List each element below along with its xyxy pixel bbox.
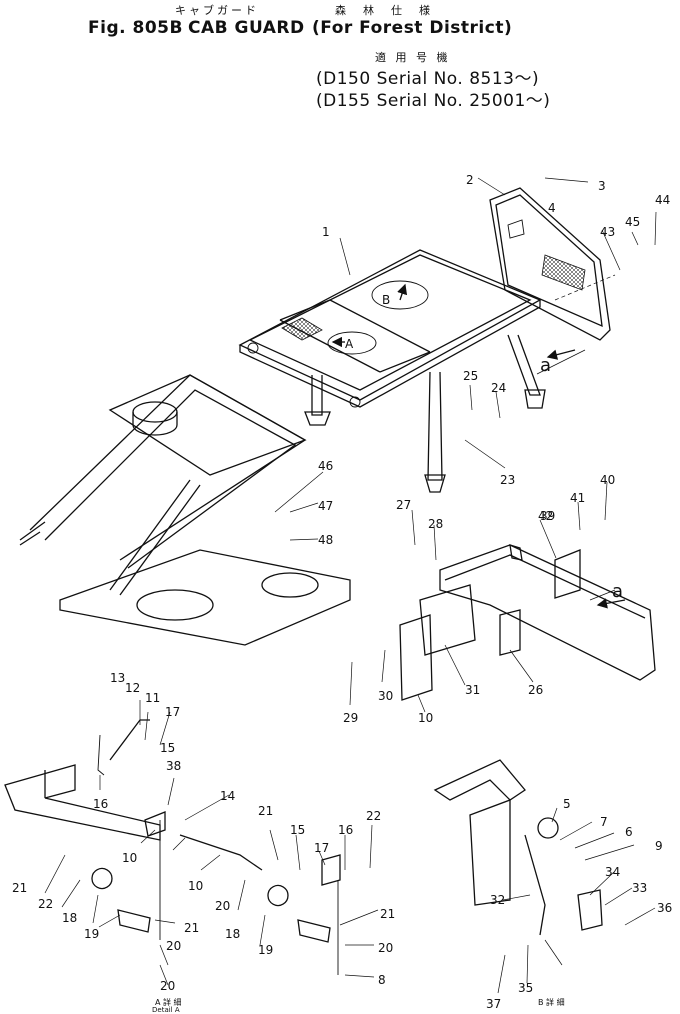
detail-a-assembly — [4, 719, 341, 975]
part-number-label: 26 — [528, 683, 543, 697]
part-number-label: 47 — [318, 499, 333, 513]
part-number-label: 20 — [215, 899, 230, 913]
part-number-label: 31 — [465, 683, 480, 697]
part-number-label: 48 — [318, 533, 333, 547]
cab-guard-top-frame: A B — [238, 249, 546, 493]
part-number-label: 4 — [548, 201, 556, 215]
part-number-label: 20 — [160, 979, 175, 993]
part-number-label: 25 — [463, 369, 478, 383]
part-number-label: 20 — [378, 941, 393, 955]
part-number-label: 3 — [598, 179, 606, 193]
part-number-label: 15 — [290, 823, 305, 837]
view-marker-a-lower: a — [612, 581, 623, 602]
forest-district-note: (For Forest District) — [312, 18, 513, 38]
detail-b-assembly — [433, 759, 603, 936]
part-number-label: 32 — [490, 893, 505, 907]
part-number-label: 20 — [166, 939, 181, 953]
title-japanese: キャブガード — [175, 4, 259, 17]
part-number-label: 38 — [166, 759, 181, 773]
part-number-label: 8 — [378, 973, 386, 987]
detail-a-caption-english: Detail A — [152, 1006, 180, 1014]
detail-a-caption-japanese: A 詳 細 — [155, 998, 182, 1007]
part-number-label: 46 — [318, 459, 333, 473]
part-number-label: 22 — [366, 809, 381, 823]
rear-guard-panel — [489, 187, 616, 341]
bracket-assembly — [399, 544, 656, 701]
base-machine-outline — [19, 374, 351, 646]
part-number-label: 44 — [655, 193, 670, 207]
part-number-label: 42 — [538, 509, 553, 523]
part-number-label: 45 — [625, 215, 640, 229]
part-number-label: 5 — [563, 797, 571, 811]
part-number-label: 41 — [570, 491, 585, 505]
part-number-label: 22 — [38, 897, 53, 911]
part-number-label: 12 — [125, 681, 140, 695]
arrow-a-label: A — [345, 337, 354, 351]
part-number-label: 17 — [314, 841, 329, 855]
serial-range-d155: (D155 Serial No. 25001～) — [316, 91, 551, 111]
arrow-b-label: B — [382, 293, 390, 307]
part-number-label: 19 — [84, 927, 99, 941]
view-arrow-a-lower — [596, 598, 626, 609]
leader-lines — [44, 177, 657, 994]
part-number-label: 21 — [184, 921, 199, 935]
part-number-label: 19 — [258, 943, 273, 957]
part-number-label: 1 — [322, 225, 330, 239]
part-number-label: 7 — [600, 815, 608, 829]
part-number-label: 36 — [657, 901, 672, 915]
part-number-label: 21 — [12, 881, 27, 895]
part-number-label: 28 — [428, 517, 443, 531]
part-number-label: 27 — [396, 498, 411, 512]
part-number-label: 9 — [655, 839, 663, 853]
part-number-label: 6 — [625, 825, 633, 839]
figure-number: Fig. 805B — [88, 18, 183, 38]
part-number-label: 34 — [605, 865, 620, 879]
part-number-label: 37 — [486, 997, 501, 1011]
detail-b-caption-japanese: B 詳 細 — [538, 998, 565, 1007]
part-number-label: 14 — [220, 789, 235, 803]
figure-title: CAB GUARD — [188, 18, 305, 38]
applicable-japanese: 適 用 号 機 — [375, 51, 451, 64]
part-number-label: 10 — [188, 879, 203, 893]
part-number-label: 16 — [338, 823, 353, 837]
part-number-label: 18 — [225, 927, 240, 941]
part-number-label: 43 — [600, 225, 615, 239]
serial-range-d150: (D150 Serial No. 8513～) — [316, 69, 540, 89]
title-block: キャブガード 森 林 仕 様 Fig. 805B CAB GUARD (For … — [0, 0, 680, 111]
title-japanese-forest: 森 林 仕 様 — [335, 4, 433, 17]
part-number-label: 18 — [62, 911, 77, 925]
part-number-label: 11 — [145, 691, 160, 705]
view-marker-a-upper: a — [540, 355, 551, 376]
part-number-label: 29 — [343, 711, 358, 725]
part-number-label: 24 — [491, 381, 506, 395]
part-number-label: 30 — [378, 689, 393, 703]
part-number-label: 23 — [500, 473, 515, 487]
part-number-label: 39 — [540, 509, 555, 523]
part-number-label: 15 — [160, 741, 175, 755]
part-number-label: 13 — [110, 671, 125, 685]
part-number-label: 17 — [165, 705, 180, 719]
part-number-label: 35 — [518, 981, 533, 995]
part-number-label: 16 — [93, 797, 108, 811]
part-number-label: 40 — [600, 473, 615, 487]
part-number-label: 21 — [380, 907, 395, 921]
view-arrow-a-upper — [546, 349, 576, 360]
part-number-label: 21 — [258, 804, 273, 818]
part-number-label: 33 — [632, 881, 647, 895]
part-number-label: 10 — [418, 711, 433, 725]
part-number-label: 10 — [122, 851, 137, 865]
part-number-label: 2 — [466, 173, 474, 187]
